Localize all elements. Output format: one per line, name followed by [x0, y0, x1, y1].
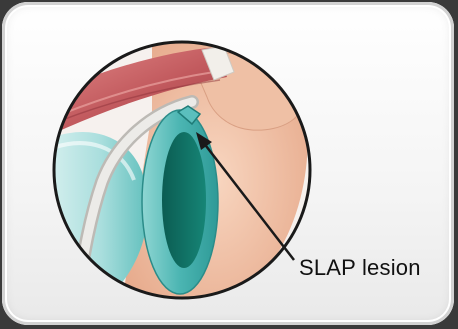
glenoid-cavity — [162, 132, 206, 268]
figure-card: SLAP lesion — [2, 2, 454, 325]
slap-lesion-label: SLAP lesion — [299, 255, 421, 281]
